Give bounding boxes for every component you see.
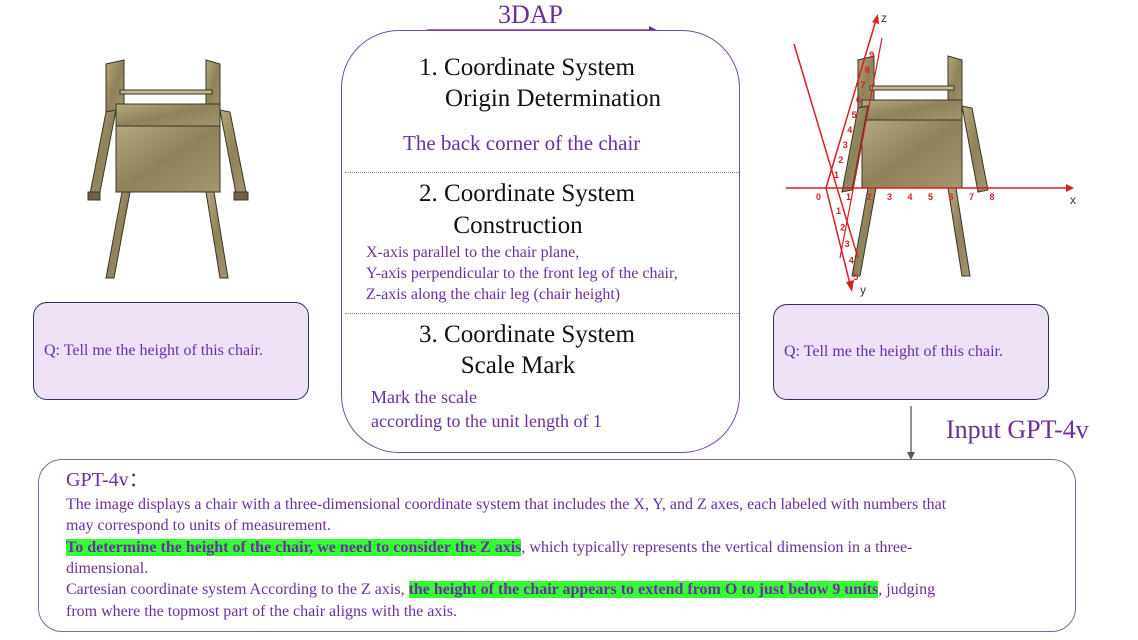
step-3-title-line2: Scale Mark [460, 352, 576, 379]
z-tick-label-6: 6 [856, 95, 861, 105]
left-question-text: Q: Tell me the height of this chair. [44, 342, 263, 359]
step-divider-1 [345, 172, 739, 173]
step-3-body-line2: according to the unit length of 1 [371, 411, 602, 431]
y-tick-label-5: 5 [853, 272, 858, 282]
right-question-text: Q: Tell me the height of this chair. [784, 343, 1003, 360]
answer-line-3: To determine the height of the chair, we… [66, 537, 912, 559]
input-gpt4v-label: Input GPT-4v [946, 415, 1089, 444]
x-tick-label-2: 2 [867, 192, 872, 202]
answer-line-1: The image displays a chair with a three-… [66, 496, 947, 513]
x-tick-label-7: 7 [969, 192, 974, 202]
step-1-title-line1: 1. Coordinate System [419, 54, 635, 81]
step-3-body-line1: Mark the scale [371, 387, 477, 407]
answer-heading: GPT-4v： [66, 469, 149, 491]
process-box [341, 30, 740, 453]
step-2-title-line1: 2. Coordinate System [419, 180, 635, 207]
z-tick-label-1: 1 [834, 170, 839, 180]
answer-line-6: from where the topmost part of the chair… [66, 603, 458, 620]
answer-line-3-rest: , which typically represents the vertica… [521, 539, 913, 556]
answer-line-4: dimensional. [66, 560, 149, 577]
x-tick-label-4: 4 [908, 192, 913, 202]
answer-highlight-1: To determine the height of the chair, we… [66, 539, 522, 556]
origin-label: 0 [816, 192, 821, 202]
step-2-body-line3: Z-axis along the chair leg (chair height… [366, 286, 621, 303]
x-tick-label-3: 3 [887, 192, 892, 202]
z-tick-label-3: 3 [843, 140, 848, 150]
right-question-box: Q: Tell me the height of this chair. [773, 304, 1049, 400]
y-axis-label: y [860, 283, 866, 297]
left-question-box: Q: Tell me the height of this chair. [33, 302, 309, 400]
y-tick-label-3: 3 [845, 239, 850, 249]
chair-image-left [87, 59, 249, 279]
z-axis-label: z [881, 11, 887, 25]
z-tick-label-2: 2 [838, 155, 843, 165]
y-tick-label-4: 4 [849, 256, 854, 266]
x-axis-label: x [1070, 193, 1076, 207]
x-tick-label-5: 5 [928, 192, 933, 202]
step-1-title-line2: Origin Determination [445, 85, 661, 112]
x-tick-label-1: 1 [846, 192, 851, 202]
z-tick-label-9: 9 [869, 50, 874, 60]
step-3-title-line1: 3. Coordinate System [419, 321, 635, 348]
diagram-title: 3DAP [498, 0, 564, 29]
y-tick-label-2: 2 [840, 223, 845, 233]
answer-line-5: Cartesian coordinate system According to… [66, 579, 935, 601]
step-1-body: The back corner of the chair [403, 131, 641, 155]
step-2-body-line1: X-axis parallel to the chair plane, [366, 244, 580, 261]
z-tick-label-4: 4 [847, 125, 852, 135]
answer-highlight-2: the height of the chair appears to exten… [408, 581, 879, 598]
x-tick-label-8: 8 [990, 192, 995, 202]
input-arrow [907, 406, 915, 460]
z-tick-label-8: 8 [865, 65, 870, 75]
z-tick-label-7: 7 [860, 80, 865, 90]
answer-line-5-pre: Cartesian coordinate system According to… [66, 581, 409, 598]
z-tick-label-5: 5 [852, 110, 857, 120]
step-divider-2 [345, 313, 739, 314]
step-2-title-line2: Construction [453, 212, 583, 239]
step-2-body-line2: Y-axis perpendicular to the front leg of… [366, 265, 678, 282]
answer-line-5-rest: , judging [878, 581, 936, 598]
answer-line-2: may correspond to units of measurement. [66, 517, 331, 534]
y-tick-label-1: 1 [836, 206, 841, 216]
x-tick-label-6: 6 [949, 192, 954, 202]
